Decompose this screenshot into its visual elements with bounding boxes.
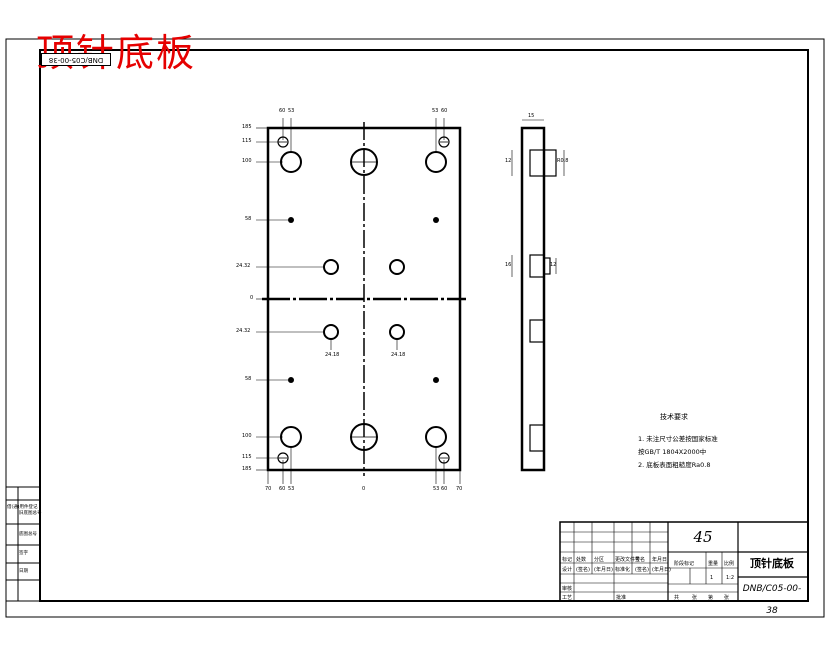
tech-requirement-line: 1. 未注尺寸公差按国家标准 <box>638 435 718 443</box>
bottom-dim-label: 60 <box>441 486 448 492</box>
tech-requirement-line: 按GB/T 1804X2000中 <box>638 448 707 456</box>
bottom-dim-label: 70 <box>456 486 463 492</box>
hole-label: 24.18 <box>391 352 406 358</box>
tb-ratio: 1:2 <box>726 575 735 581</box>
top-dim-label: 60 <box>279 108 286 114</box>
side-dim-label: 16 <box>505 262 512 268</box>
strip-label: 旧底图总号 <box>19 511 42 516</box>
tb-sheet-label: 共 <box>674 595 680 601</box>
tb-sheet-label: 张 <box>692 595 698 601</box>
side-dim-label: 12 <box>550 262 557 268</box>
hole-bottom-right <box>425 426 447 448</box>
bottom-dim-label: 53 <box>433 486 440 492</box>
pin-hole-2 <box>389 259 405 275</box>
hole-label: 24.18 <box>325 352 340 358</box>
inner-frame <box>39 49 809 602</box>
dim-label: 100 <box>242 158 252 164</box>
tech-requirement-line: 2. 底板表面粗糙度Ra0.8 <box>638 461 711 469</box>
dim-label: 100 <box>242 433 252 439</box>
tb-header: 分区 <box>594 557 605 563</box>
top-dim-label: 53 <box>288 108 295 114</box>
dim-label: 58 <box>245 216 252 222</box>
side-dim-label: 12 <box>505 158 512 164</box>
tb-header: (签名) <box>635 567 649 573</box>
left-strip <box>5 486 41 602</box>
tb-header: 标准化 <box>615 567 631 573</box>
bottom-dim-label: 60 <box>279 486 286 492</box>
drawing-stamp: DNB/C05-00-38 <box>41 53 111 66</box>
top-dim-label: 60 <box>441 108 448 114</box>
dim-label: 24.32 <box>236 328 251 334</box>
dim-label: 185 <box>242 124 252 130</box>
bottom-dim-label: 53 <box>288 486 295 492</box>
dim-label: 24.32 <box>236 263 251 269</box>
tb-header: 标记 <box>562 557 573 563</box>
tb-stage-label: 阶段标记 <box>674 561 695 567</box>
outer-frame <box>5 38 825 618</box>
tb-header: 批准 <box>616 595 627 601</box>
hole-top-left <box>280 151 302 173</box>
bottom-dim-label: 70 <box>265 486 272 492</box>
dim-label: 0 <box>250 295 254 301</box>
plate-front-view <box>262 122 466 476</box>
title-block <box>559 521 809 602</box>
tb-header: 处数 <box>576 557 587 563</box>
pin-hole-4 <box>389 324 405 340</box>
dim-label: 115 <box>242 454 252 460</box>
pin-hole-1 <box>323 259 339 275</box>
tb-stage-label: 重量 <box>708 561 719 567</box>
drawing-number: DNB/C05-00-38 <box>742 584 802 616</box>
tb-header: (年月日) <box>652 567 671 573</box>
hole-bottom-left <box>280 426 302 448</box>
dim-label: 185 <box>242 466 252 472</box>
screw-holes <box>288 217 439 383</box>
side-dim-label: 15 <box>528 113 535 119</box>
material-spec: 45 <box>693 528 713 546</box>
side-dim-label: R0.8 <box>557 158 569 164</box>
tb-header: 签名 <box>635 557 646 563</box>
tb-header: (签名) <box>576 567 590 573</box>
part-name: 顶针底板 <box>750 557 794 570</box>
tb-header: 年月日 <box>652 557 668 563</box>
strip-label: 日期 <box>19 569 28 574</box>
tb-sheet-label: 张 <box>724 595 730 601</box>
side-outline <box>520 126 546 472</box>
tb-header: 审核 <box>562 586 573 592</box>
hole-top-right <box>425 151 447 173</box>
tb-scale-num: 1 <box>710 575 714 581</box>
tb-sheet-label: 第 <box>708 595 714 601</box>
top-dim-label: 53 <box>432 108 439 114</box>
tech-requirements-title: 技术要求 <box>660 413 688 421</box>
tb-header: 更改文件号 <box>615 557 641 563</box>
bottom-dim-label: 0 <box>362 486 366 492</box>
tb-header: (年月日) <box>594 567 613 573</box>
strip-label: 签字 <box>19 551 28 556</box>
pin-hole-3 <box>323 324 339 340</box>
tb-header: 设计 <box>562 567 573 573</box>
left-dimension-leaders <box>256 127 324 471</box>
dim-label: 115 <box>242 138 252 144</box>
strip-label: 借(通)用件登记 <box>7 505 38 510</box>
tb-stage-label: 比例 <box>724 561 735 567</box>
plate-side-view <box>511 119 565 472</box>
dim-label: 58 <box>245 376 252 382</box>
tb-header: 工艺 <box>562 595 573 601</box>
strip-label: 底图总号 <box>19 532 37 537</box>
